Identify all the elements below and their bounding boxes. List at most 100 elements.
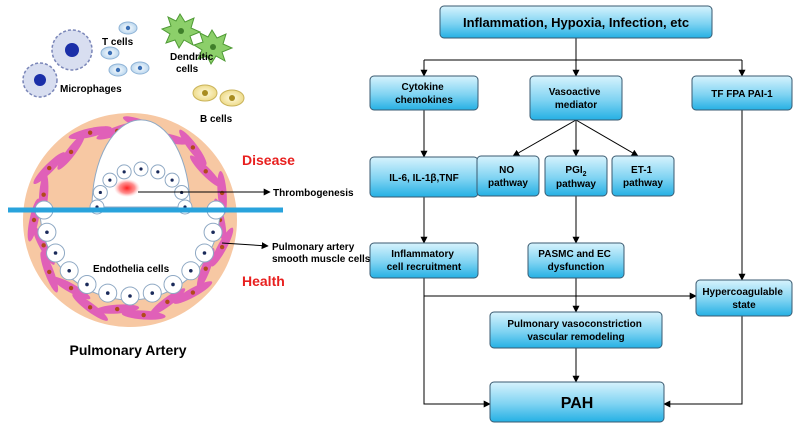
endothelial-nucleus — [150, 291, 155, 295]
flow-box-pgi2-label: PGI2 — [565, 165, 586, 178]
smc-label: Pulmonary artery smooth muscle cells — [272, 242, 371, 265]
smooth-muscle-nucleus — [114, 306, 120, 312]
smooth-muscle-nucleus — [203, 266, 208, 271]
artery-cross-section — [8, 113, 283, 327]
dendritic-cell-icon — [160, 13, 234, 66]
smooth-muscle-nucleus — [41, 243, 46, 248]
flow-box-hypercoagulable-label: Hypercoagulable state — [702, 287, 785, 311]
thrombus-icon — [114, 179, 140, 197]
smooth-muscle-nucleus — [41, 192, 46, 197]
endothelial-nucleus — [202, 251, 207, 255]
endothelial-nucleus — [122, 170, 126, 174]
microphage-icon — [22, 29, 93, 98]
smc-label-line: smooth muscle cells — [272, 254, 371, 265]
t-cells-label: T cells — [102, 37, 134, 48]
endothelial-nucleus — [105, 291, 110, 295]
b-cell-icon — [192, 84, 245, 107]
no-line: pathway — [488, 178, 528, 189]
vasoconstriction-line: Pulmonary vasoconstriction — [507, 319, 641, 330]
endothelia-label: Endothelia cells — [93, 264, 170, 275]
vasoactive-line: mediator — [555, 100, 597, 111]
microphages-label: Microphages — [60, 84, 122, 95]
endothelial-nucleus — [67, 269, 71, 273]
flow-box-top-label: Inflammation, Hypoxia, Infection, etc — [463, 15, 689, 30]
flow-box-vasoactive: Vasoactive mediator — [529, 75, 623, 121]
thrombogenesis-label: Thrombogenesis — [273, 188, 354, 199]
flow-box-vasoactive-label: Vasoactive mediator — [549, 87, 604, 111]
pgi2-line2: pathway — [556, 179, 596, 190]
endothelial-nucleus — [53, 251, 58, 255]
smooth-muscle-nucleus — [87, 130, 93, 135]
flow-box-pah-label: PAH — [561, 395, 594, 412]
flow-box-pah: PAH — [489, 381, 665, 423]
flow-box-il6: IL-6, IL-1β,TNF — [369, 156, 479, 198]
endothelial-nucleus — [85, 282, 89, 287]
smc-label-line: Pulmonary artery — [272, 242, 355, 253]
health-label: Health — [242, 273, 285, 289]
dendritic-label-line: cells — [176, 64, 199, 75]
flow-box-vasoconstriction: Pulmonary vasoconstriction vascular remo… — [489, 311, 663, 349]
dendritic-label: Dendritic cells — [170, 52, 216, 75]
flow-box-cytokine: Cytokine chemokines — [369, 75, 479, 111]
endothelial-nucleus — [128, 294, 132, 298]
smooth-muscle-nucleus — [190, 145, 196, 150]
et1-line: ET-1 — [631, 165, 653, 176]
t-cell-icon — [100, 21, 150, 77]
pulmonary-artery-title: Pulmonary Artery — [70, 342, 187, 358]
pgi2-sub: 2 — [583, 171, 587, 178]
dendritic-label-line: Dendritic — [170, 52, 214, 63]
inflammatory-line: cell recruitment — [387, 262, 462, 273]
smooth-muscle-nucleus — [219, 244, 225, 250]
disease-label: Disease — [242, 152, 295, 168]
endothelial-nucleus — [211, 230, 215, 235]
pasmc-line: dysfunction — [548, 262, 605, 273]
immune-cells: Microphages T cells Dendritic cells — [22, 13, 245, 125]
endothelial-nucleus — [45, 230, 49, 235]
smooth-muscle-nucleus — [31, 217, 37, 223]
endothelial-nucleus — [156, 170, 160, 174]
cytokine-line: chemokines — [395, 95, 453, 106]
hypercoagulable-line: Hypercoagulable — [702, 287, 783, 298]
inflammatory-line: Inflammatory — [391, 249, 454, 260]
flow-box-il6-label: IL-6, IL-1β,TNF — [389, 173, 458, 184]
smc-arrow — [221, 242, 269, 250]
endothelial-nucleus — [139, 167, 143, 171]
flow-box-no-label: NO pathway — [488, 165, 528, 189]
smooth-muscle-nucleus — [68, 285, 74, 291]
smooth-muscle-nucleus — [47, 269, 52, 275]
flow-box-et1: ET-1 pathway — [611, 155, 675, 197]
endothelial-nucleus — [170, 178, 174, 182]
smooth-muscle-nucleus — [87, 305, 93, 310]
flow-box-pgi2: PGI2 pathway — [544, 155, 608, 197]
flow-box-tf-label: TF FPA PAI-1 — [711, 89, 773, 100]
endothelial-nucleus — [189, 269, 193, 273]
flow-box-top: Inflammation, Hypoxia, Infection, etc — [439, 5, 713, 39]
endothelial-nucleus — [108, 178, 112, 182]
endothelial-nucleus — [171, 282, 175, 287]
flow-box-cytokine-label: Cytokine chemokines — [395, 82, 453, 106]
vasoactive-line: Vasoactive — [549, 87, 601, 98]
flow-box-et1-label: ET-1 pathway — [623, 165, 663, 189]
no-line: NO — [499, 165, 514, 176]
flow-box-hypercoagulable: Hypercoagulable state — [695, 279, 793, 317]
flowchart-arrows — [420, 36, 746, 408]
pasmc-line: PASMC and EC — [538, 249, 611, 260]
flow-box-tf: TF FPA PAI-1 — [691, 75, 793, 111]
vasoconstriction-line: vascular remodeling — [527, 332, 624, 343]
flow-box-pasmc: PASMC and EC dysfunction — [527, 242, 625, 279]
smooth-muscle-nucleus — [165, 299, 170, 305]
flow-box-vasoconstriction-label: Pulmonary vasoconstriction vascular remo… — [507, 319, 644, 343]
flow-box-no: NO pathway — [476, 155, 540, 197]
pgi2-main: PGI — [565, 165, 582, 176]
et1-line: pathway — [623, 178, 663, 189]
smooth-muscle-nucleus — [141, 312, 146, 318]
smooth-muscle-nucleus — [47, 165, 52, 171]
smooth-muscle-nucleus — [219, 190, 225, 196]
flow-box-inflammatory: Inflammatory cell recruitment — [369, 242, 479, 279]
endothelial-nucleus — [98, 190, 102, 195]
cytokine-line: Cytokine — [401, 82, 444, 93]
flow-box-pasmc-label: PASMC and EC dysfunction — [538, 249, 613, 273]
b-cells-label: B cells — [200, 114, 233, 125]
